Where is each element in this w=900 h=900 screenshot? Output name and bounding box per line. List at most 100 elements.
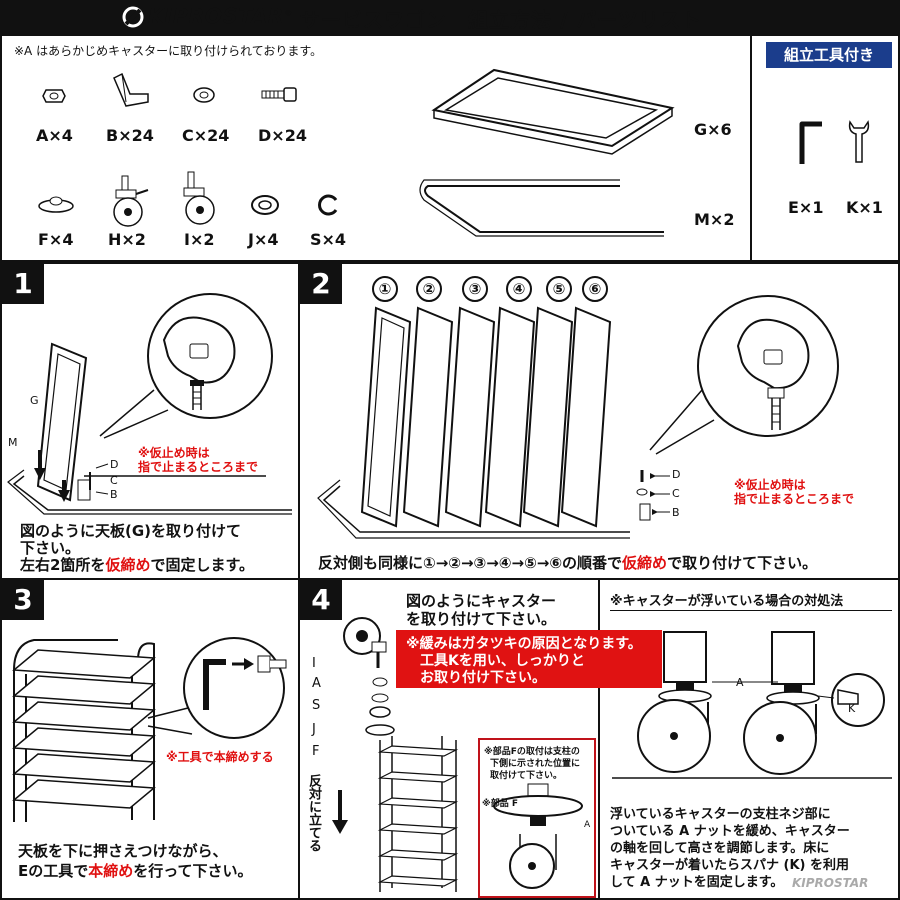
bolt-icon [261, 87, 297, 102]
step1-label-b: B [110, 488, 118, 501]
fix-casters-drawing [612, 631, 892, 779]
step2-label-b: B [672, 506, 680, 519]
step4-inset-label-a: A [584, 820, 591, 830]
fix-desc-1: 浮いているキャスターの支柱ネジ部に [610, 807, 831, 822]
step1-label-d: D [110, 458, 119, 471]
step2-note-2: 指で止まるところまで [734, 492, 855, 506]
step4-label-j: J [312, 722, 316, 737]
step4-label-i: I [312, 656, 316, 671]
step2-order-2: ② [416, 276, 442, 302]
step2-detail-drawing [649, 295, 839, 455]
step3-drawing [12, 637, 287, 822]
part-g-label: G×6 [694, 120, 732, 139]
shelf-g-drawing [431, 68, 675, 155]
caster-brake-icon [113, 175, 149, 227]
part-a-label: A×4 [36, 126, 73, 145]
step4-rack-drawing [377, 736, 459, 892]
caster-icon [183, 171, 215, 225]
washer-icon [193, 87, 215, 103]
watermark-logo: KIPROSTAR [792, 876, 869, 890]
fix-desc-2: ついている A ナットを緩め、キャスター [610, 824, 850, 839]
step2-desc: 反対側も同様に①→②→③→④→⑤→⑥の順番で仮締めで取り付けて下さい。 [318, 554, 818, 572]
step1-desc-2: 下さい。 [20, 539, 81, 557]
step4-inset [478, 738, 596, 898]
step4-inset-label-f: ※部品 F [482, 799, 519, 809]
fix-desc-5: して A ナットを固定します。 [610, 875, 784, 890]
step1-number: 1 [2, 264, 44, 304]
step4-side-text: 反対に立てる [306, 774, 321, 852]
part-j-label: J×4 [248, 230, 279, 249]
step4-warn-3: お取り付け下さい。 [420, 670, 546, 686]
part-h-label: H×2 [108, 230, 146, 249]
step1-label-g: G [30, 394, 39, 407]
step3-desc-2: Eの工具で本締めを行って下さい。 [18, 862, 253, 880]
part-c-label: C×24 [182, 126, 230, 145]
step4-warn-2: 工具Kを用い、しっかりと [420, 653, 585, 669]
bracket-icon [113, 72, 149, 107]
step4-inset-drawing [493, 783, 583, 889]
nut-icon [42, 89, 66, 103]
step2-order-6: ⑥ [582, 276, 608, 302]
fix-label-k: K [848, 702, 856, 715]
step1-label-m: M [8, 436, 18, 449]
parts-note: ※A はあらかじめキャスターに取り付けられております。 [14, 44, 323, 58]
step2-order-3: ③ [462, 276, 488, 302]
step1-note-1: ※仮止め時は [138, 446, 210, 460]
step2-order-5: ⑤ [546, 276, 572, 302]
part-d-label: D×24 [258, 126, 307, 145]
fix-desc-4: キャスターが着いたらスパナ (K) を利用 [610, 858, 850, 873]
tool-e-label: E×1 [788, 198, 824, 217]
step4-label-a: A [312, 676, 321, 691]
foot-cap-icon [38, 196, 74, 213]
step4-number: 4 [300, 580, 342, 620]
fix-panel [598, 578, 900, 900]
fix-label-a: A [736, 676, 744, 689]
ring-washer-icon [251, 195, 279, 215]
step4-inset-2: 下側に示された位置に [490, 759, 581, 769]
step2-label-c: C [672, 487, 680, 500]
wrench-icon [848, 120, 870, 163]
step1-desc-3: 左右2箇所を仮締めで固定します。 [20, 556, 254, 574]
step1-drawing [7, 293, 292, 515]
fix-title: ※キャスターが浮いている場合の対処法 [610, 594, 844, 609]
step4-warn-1: ※緩みはガタツキの原因となります。 [406, 636, 642, 652]
step2-order-4: ④ [506, 276, 532, 302]
tool-k-label: K×1 [846, 198, 883, 217]
step4-inset-3: 取付けて下さい。 [490, 771, 563, 781]
step3-number: 3 [2, 580, 44, 620]
step4-desc-1: 図のようにキャスター [406, 592, 557, 610]
hex-key-icon [799, 121, 822, 164]
step2-hardware-icons [636, 470, 670, 521]
brand-logo-icon [122, 6, 144, 28]
step1-desc-1: 図のように天板(G)を取り付けて [20, 522, 242, 540]
down-arrow-icon [332, 790, 348, 834]
fix-title-rule [610, 610, 892, 611]
spring-washer-icon [318, 194, 338, 216]
step4-warning: ※緩みはガタツキの原因となります。 工具Kを用い、しっかりと お取り付け下さい。 [396, 630, 662, 688]
parts-divider [750, 34, 752, 262]
fix-desc-3: の軸を回して高さを調節します。床に [610, 841, 830, 856]
step4-label-s: S [312, 698, 321, 713]
page-title: サービスワゴン 組立方法 / パーツリスト [300, 8, 702, 32]
parts-panel [0, 34, 900, 262]
part-b-label: B×24 [106, 126, 154, 145]
step3-desc-1: 天板を下に押さえつけながら、 [18, 842, 228, 860]
step1-note-2: 指で止まるところまで [138, 460, 259, 474]
part-i-label: I×2 [184, 230, 215, 249]
tools-badge: 組立工具付き [766, 42, 892, 68]
step2-label-d: D [672, 468, 681, 481]
step4-desc-2: を取り付けて下さい。 [406, 610, 557, 628]
step2-note-1: ※仮止め時は [734, 478, 806, 492]
rail-m-drawing [419, 179, 664, 237]
part-s-label: S×4 [310, 230, 347, 249]
step2-number: 2 [300, 264, 342, 304]
step4-inset-1: ※部品Fの取付は支柱の [484, 747, 580, 757]
part-m-label: M×2 [694, 210, 735, 229]
step4-exploded-caster [343, 617, 395, 736]
brand-name: KIPROSTAR® [148, 4, 294, 28]
step3-note: ※工具で本締めする [166, 750, 274, 764]
part-f-label: F×4 [38, 230, 74, 249]
step1-label-c: C [110, 474, 118, 487]
step4-label-f: F [312, 744, 320, 759]
fix-desc: 浮いているキャスターの支柱ネジ部に ついている A ナットを緩め、キャスター の… [610, 806, 850, 891]
